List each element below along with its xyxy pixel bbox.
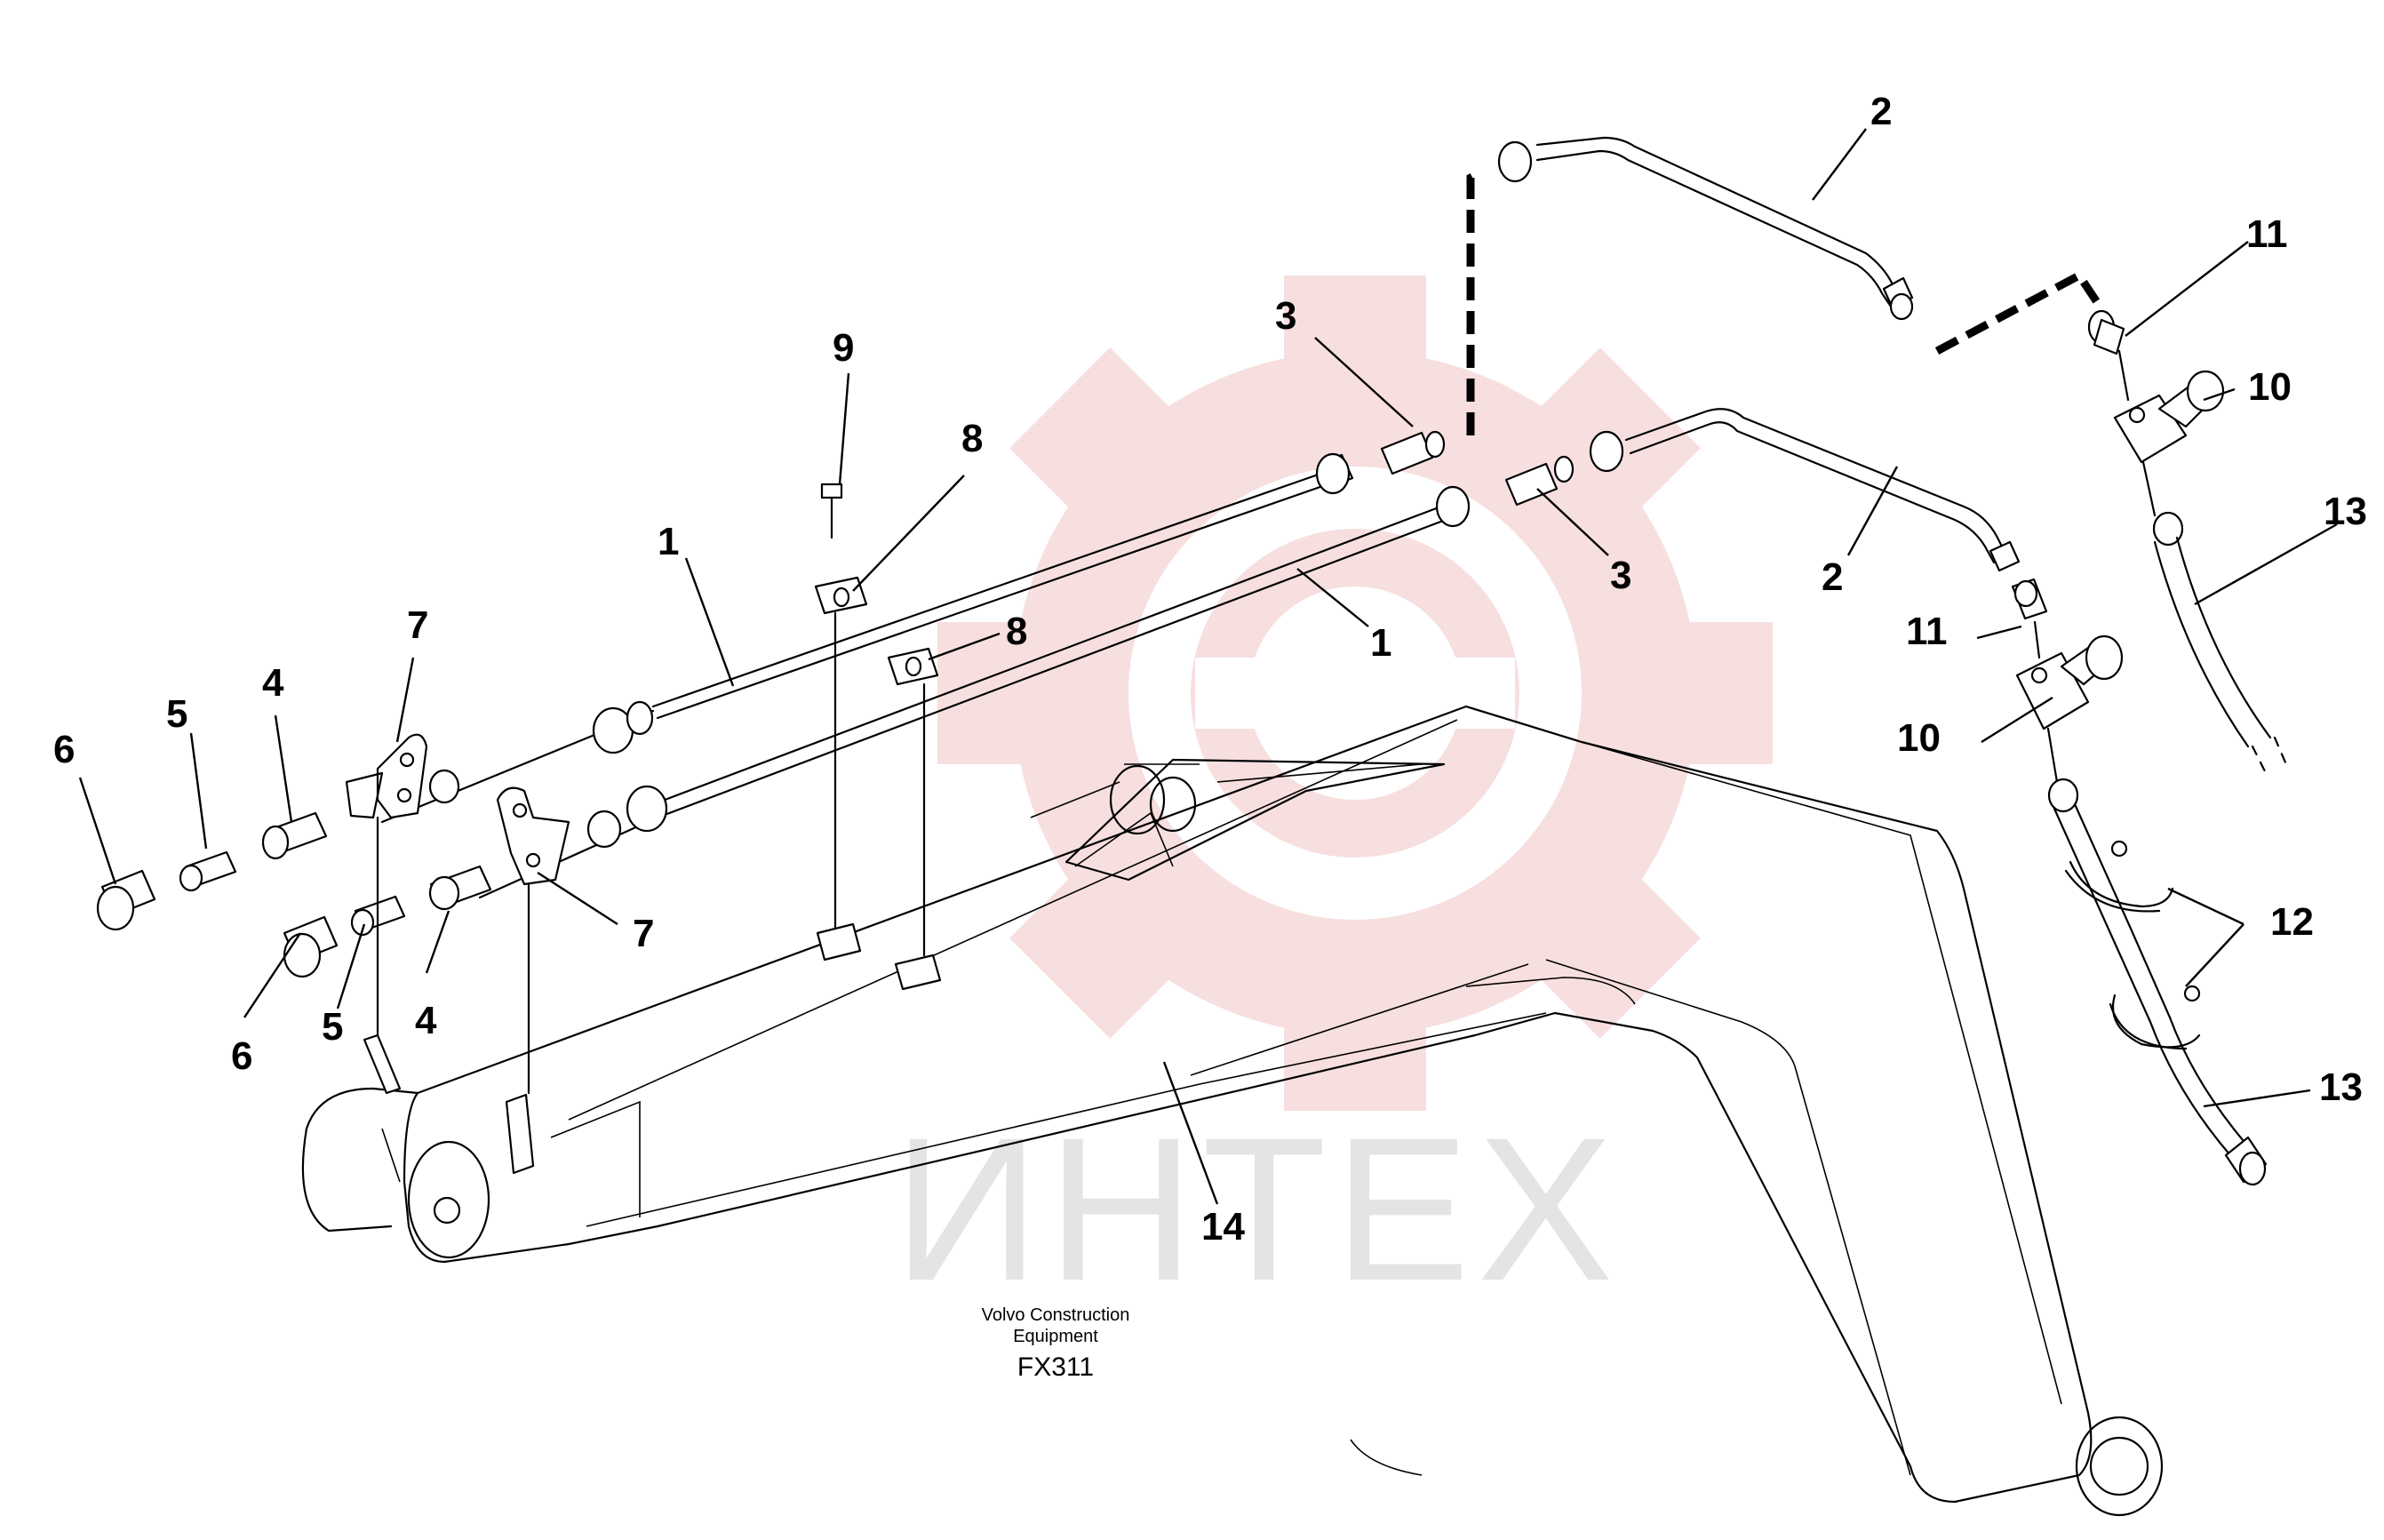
figure-code: FX311: [1017, 1352, 1094, 1382]
boom: [301, 705, 2164, 1517]
caption-block: Volvo Construction Equipment FX311: [982, 1305, 1130, 1382]
callout-13: 13: [2319, 1065, 2363, 1109]
callout-14: 14: [1201, 1205, 1245, 1249]
pipe-upper: [651, 469, 1335, 720]
adapter-upper: [1315, 430, 1446, 495]
callout-7: 7: [407, 603, 428, 647]
dashed-line-right: [1934, 270, 2101, 355]
callout-11: 11: [1906, 610, 1948, 653]
hose-clamps: [2064, 840, 2201, 1050]
adapter-lower: [1435, 455, 1575, 528]
callout-8: 8: [961, 417, 983, 460]
fitting-row-upper: [96, 700, 655, 931]
bracket-upper: [345, 733, 428, 1095]
tee-block-upper: [2113, 370, 2225, 517]
callout-12: 12: [2270, 900, 2314, 944]
dashed-line-left: [1466, 169, 1482, 435]
callout-13: 13: [2324, 490, 2367, 533]
callout-11: 11: [2246, 212, 2288, 256]
callout-7: 7: [633, 912, 654, 955]
callout-10: 10: [1897, 716, 1941, 760]
nipple-upper: [2087, 309, 2130, 402]
hose-lower: [2047, 778, 2268, 1186]
callout-6: 6: [231, 1034, 252, 1078]
callout-4: 4: [415, 999, 437, 1042]
hose-upper: [2152, 511, 2290, 775]
callout-9: 9: [833, 326, 854, 370]
callout-10: 10: [2248, 365, 2292, 409]
clamp-top: [814, 483, 868, 962]
leader-lines: [78, 128, 2338, 1205]
callout-5: 5: [322, 1005, 343, 1049]
callout-5: 5: [166, 692, 187, 736]
tee-block-lower: [2015, 634, 2124, 784]
clamp-middle: [887, 647, 942, 991]
watermark-text: ИНТЕХ: [893, 1095, 1621, 1323]
watermark-logo: [937, 275, 1773, 1111]
bent-tube-lower: [1589, 408, 2021, 572]
nipple-lower: [2011, 578, 2048, 659]
pipe-lower: [651, 500, 1459, 819]
callout-8: 8: [1006, 610, 1027, 653]
callout-2: 2: [1870, 90, 1892, 133]
callout-2: 2: [1822, 555, 1843, 599]
bent-tube-upper: [1497, 136, 1914, 321]
callout-labels: 1 1 2 2 3 3 4 4 5 5 6 6 7 7 8 8 9 10 10 …: [53, 90, 2367, 1249]
callout-1: 1: [1370, 621, 1391, 665]
callout-6: 6: [53, 728, 75, 771]
callout-4: 4: [262, 661, 284, 705]
callout-3: 3: [1610, 554, 1631, 597]
caption-line-2: Equipment: [1013, 1327, 1098, 1346]
bracket-lower: [496, 786, 570, 1175]
callout-3: 3: [1275, 294, 1296, 338]
caption-line-1: Volvo Construction: [982, 1305, 1130, 1325]
fitting-row-lower: [283, 785, 668, 978]
callout-1: 1: [658, 520, 679, 563]
